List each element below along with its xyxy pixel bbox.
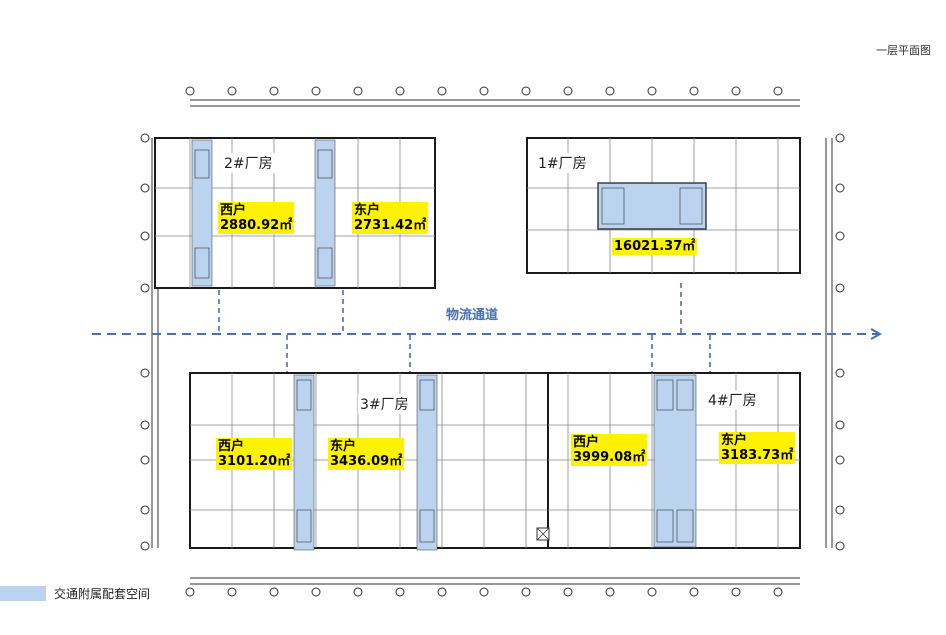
building-1-unit: 16021.37㎡	[612, 238, 698, 255]
unit-name: 西户	[220, 203, 247, 218]
legend: 交通附属配套空间	[0, 585, 150, 602]
unit-name: 西户	[573, 435, 600, 450]
building-3-name: 3#厂房	[358, 394, 411, 414]
building-1-name: 1#厂房	[536, 153, 589, 173]
unit-area: 2880.92㎡	[220, 218, 293, 233]
legend-label: 交通附属配套空间	[54, 587, 151, 601]
axis-bubbles-left	[140, 133, 150, 551]
unit-name: 东户	[354, 203, 381, 218]
legend-swatch	[0, 586, 46, 601]
corridor-connectors	[218, 283, 711, 372]
unit-name: 东户	[330, 439, 357, 454]
building-2-name: 2#厂房	[222, 153, 275, 173]
axis-bubbles-bottom	[185, 587, 783, 597]
unit-area: 2731.42㎡	[354, 218, 427, 233]
building-3-west-unit: 西户 3101.20㎡	[216, 438, 293, 470]
unit-area: 3183.73㎡	[721, 448, 794, 463]
page-title: 一层平面图	[876, 44, 931, 57]
building-4-east-unit: 东户 3183.73㎡	[719, 432, 796, 464]
unit-area: 16021.37㎡	[614, 239, 696, 254]
building-4-name: 4#厂房	[706, 390, 759, 410]
unit-area: 3999.08㎡	[573, 450, 646, 465]
building-2-west-unit: 西户 2880.92㎡	[218, 202, 295, 234]
unit-name: 东户	[721, 433, 748, 448]
axis-bubbles-top	[185, 86, 783, 96]
corridor-label: 物流通道	[446, 308, 499, 323]
axis-bubbles-right	[835, 133, 845, 551]
building-2-east-unit: 东户 2731.42㎡	[352, 202, 429, 234]
unit-area: 3101.20㎡	[218, 454, 291, 469]
building-3-east-unit: 东户 3436.09㎡	[328, 438, 405, 470]
unit-name: 西户	[218, 439, 245, 454]
unit-area: 3436.09㎡	[330, 454, 403, 469]
building-4-west-unit: 西户 3999.08㎡	[571, 434, 648, 466]
